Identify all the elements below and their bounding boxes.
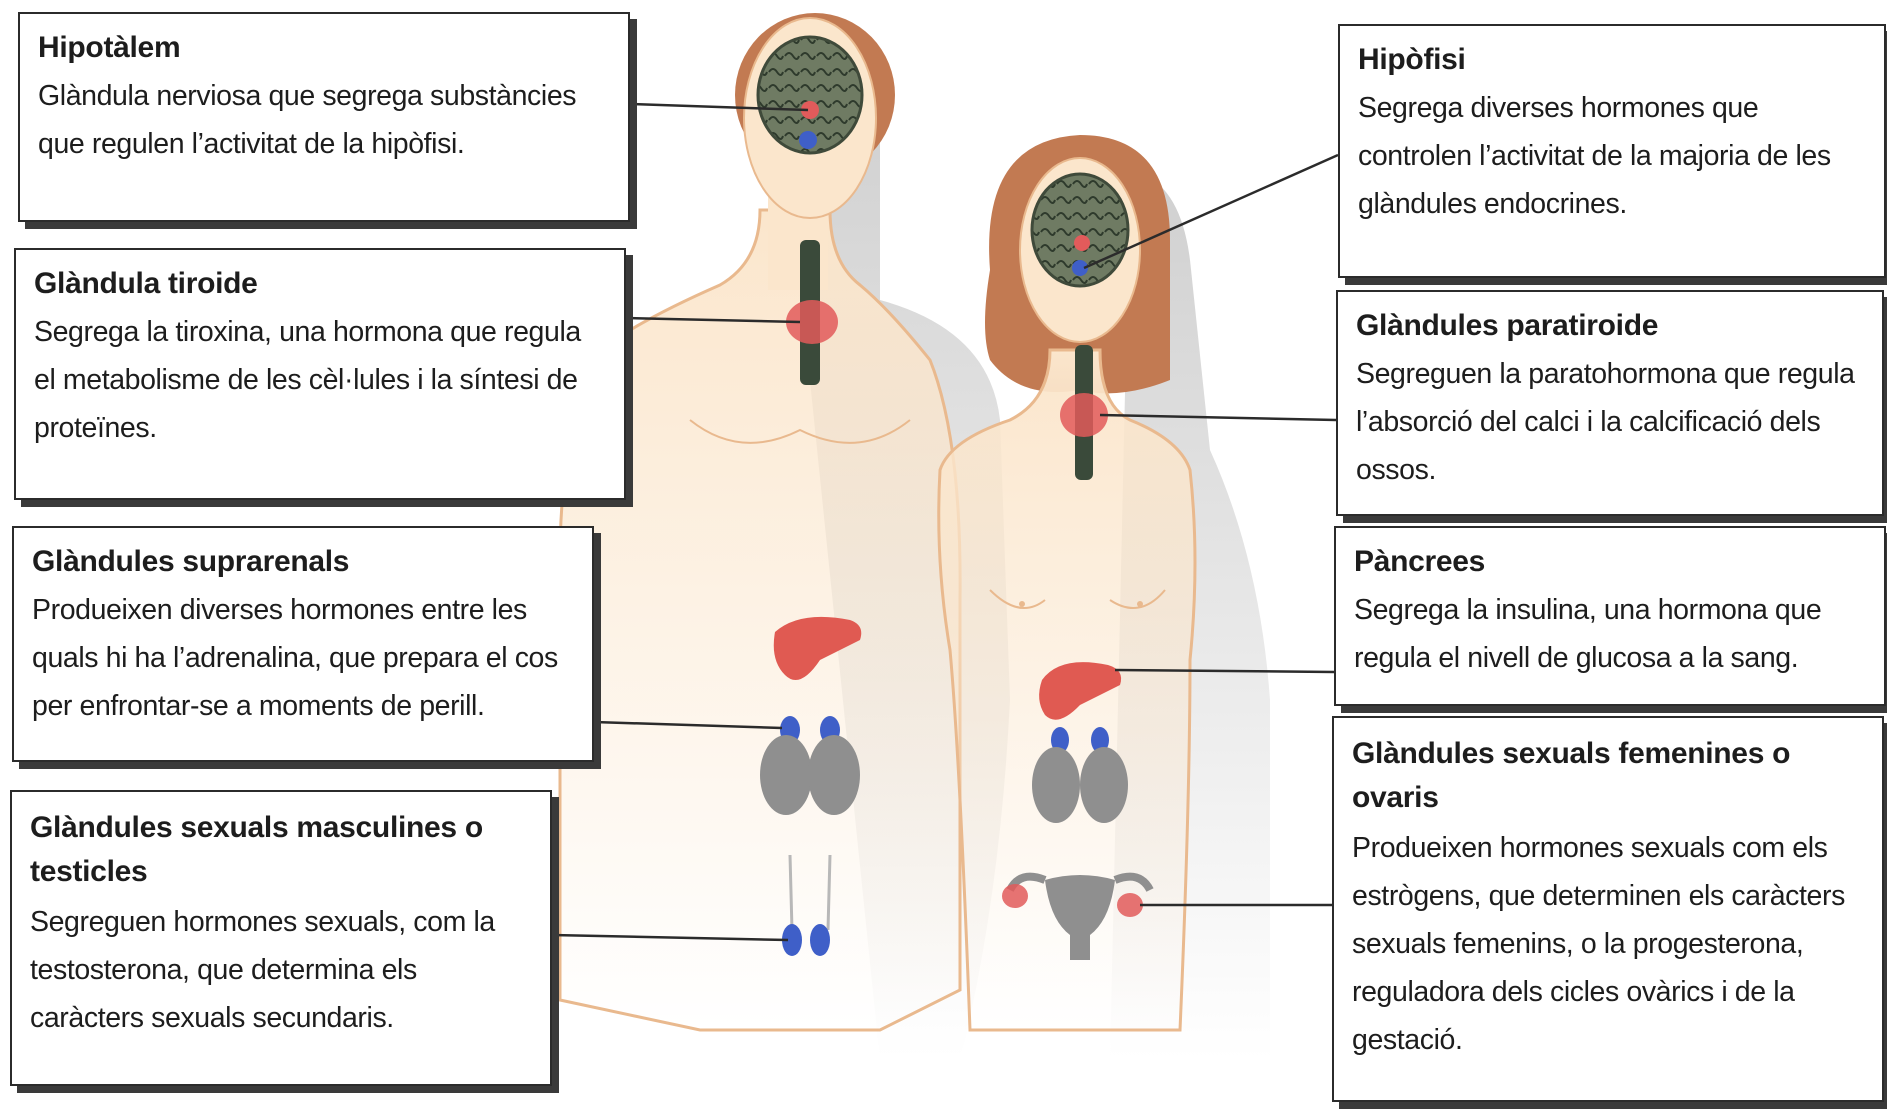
callout-hipotalem: Hipotàlem Glàndula nerviosa que segrega … (18, 12, 630, 222)
female-ovary-left (1002, 884, 1028, 908)
female-hypothalamus-gland (1074, 235, 1090, 251)
callout-title: Hipotàlem (38, 28, 610, 68)
callout-hipofisi: Hipòfisi Segrega diverses hormones que c… (1338, 24, 1886, 278)
callout-femenines: Glàndules sexuals femenines o ovaris Pro… (1332, 716, 1884, 1102)
callout-title: Glàndules paratiroide (1356, 306, 1864, 346)
callout-text: Segreguen la paratohormona que regula l’… (1356, 350, 1864, 494)
female-kidney-right (1080, 747, 1128, 823)
callout-paratiroide: Glàndules paratiroide Segreguen la parat… (1336, 290, 1884, 516)
callout-suprarenals: Glàndules suprarenals Produeixen diverse… (12, 526, 594, 762)
callout-text: Segrega la tiroxina, una hormona que reg… (34, 308, 606, 452)
male-kidney-left (760, 735, 812, 815)
callout-pancrees: Pàncrees Segrega la insulina, una hormon… (1334, 526, 1886, 706)
callout-text: Produeixen diverses hormones entre les q… (32, 586, 574, 730)
callout-title: Pàncrees (1354, 542, 1866, 582)
male-testis-right (810, 924, 830, 956)
callout-title: Glàndula tiroide (34, 264, 606, 304)
female-figure (939, 135, 1270, 1060)
callout-text: Glàndula nerviosa que segrega substàncie… (38, 72, 610, 168)
callout-text: Segrega diverses hormones que controlen … (1358, 84, 1866, 228)
male-pituitary-gland (799, 131, 817, 149)
male-kidney-right (808, 735, 860, 815)
callout-tiroide: Glàndula tiroide Segrega la tiroxina, un… (14, 248, 626, 500)
callout-title: Hipòfisi (1358, 40, 1866, 80)
callout-title: Glàndules sexuals masculines o testicles (30, 806, 532, 894)
callout-text: Produeixen hormones sexuals com els estr… (1352, 824, 1864, 1064)
female-kidney-left (1032, 747, 1080, 823)
callout-text: Segreguen hormones sexuals, com la testo… (30, 898, 532, 1042)
female-nipple-right (1137, 601, 1143, 607)
callout-masculines: Glàndules sexuals masculines o testicles… (10, 790, 552, 1086)
callout-title: Glàndules sexuals femenines o ovaris (1352, 732, 1864, 820)
female-nipple-left (1019, 601, 1025, 607)
female-ovary-right (1117, 893, 1143, 917)
callout-text: Segrega la insulina, una hormona que reg… (1354, 586, 1866, 682)
callout-title: Glàndules suprarenals (32, 542, 574, 582)
